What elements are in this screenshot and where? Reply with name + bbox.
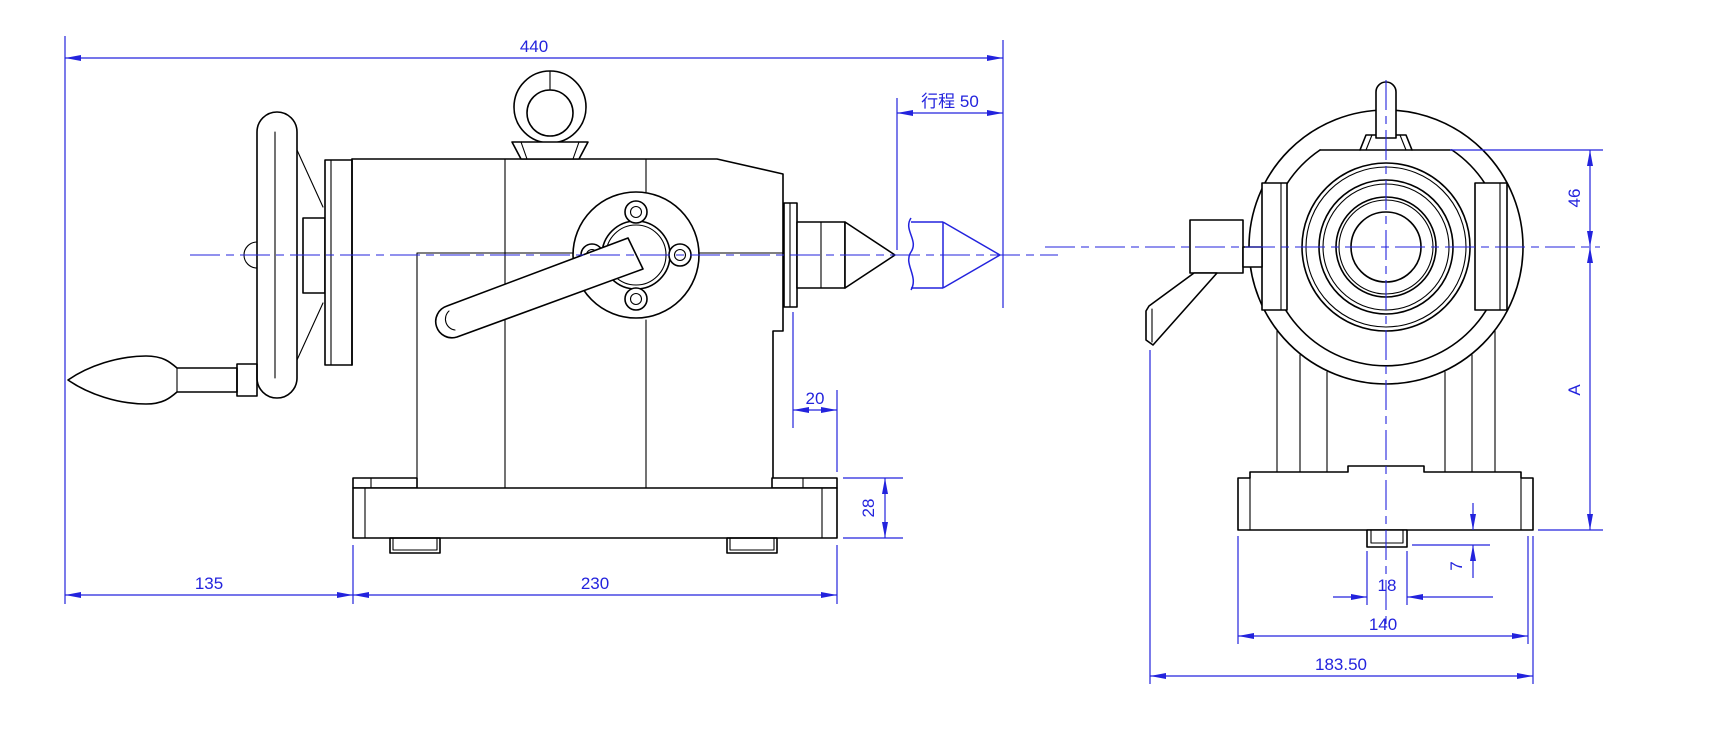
dim-overall-width: 183.50 (1315, 655, 1367, 674)
handle-ferrule (236, 363, 258, 397)
extended-center-phantom (908, 217, 1001, 291)
dim-overall-length: 440 (520, 37, 548, 56)
dimension-layer: 440 行程 50 135 230 20 28 46 A 18 7 140 18… (64, 36, 1603, 684)
dim-center-height: A (1565, 384, 1584, 396)
base-lip-left (352, 477, 418, 489)
dim-key-width: 18 (1378, 576, 1397, 595)
dim-key-depth: 7 (1447, 561, 1466, 570)
clamp-stud (1242, 246, 1263, 268)
body-edge-lines (416, 158, 784, 489)
end-plate (324, 159, 353, 366)
eyebolt-base (511, 141, 589, 160)
base-foot (389, 537, 441, 554)
base-foot (726, 537, 778, 554)
base-slab (352, 487, 838, 539)
spinner-handle (67, 355, 238, 405)
dim-quill-overhang: 20 (806, 389, 825, 408)
dim-quill-stroke: 行程 50 (921, 92, 979, 111)
clamp-lever-front (1145, 272, 1218, 346)
side-view (67, 70, 1001, 554)
base-lip-right (771, 477, 838, 489)
wheel-dish-edge (296, 149, 324, 361)
centerlines (190, 80, 1600, 630)
clamp-lever (434, 237, 644, 339)
base-key (1366, 529, 1408, 548)
dim-center-to-top: 46 (1565, 189, 1584, 208)
dim-base-height: 28 (859, 499, 878, 518)
dim-base-length: 230 (581, 574, 609, 593)
front-view (1145, 81, 1534, 548)
pedestal-lines (1276, 330, 1496, 473)
dim-handle-to-base: 135 (195, 574, 223, 593)
dim-base-width: 140 (1369, 615, 1397, 634)
